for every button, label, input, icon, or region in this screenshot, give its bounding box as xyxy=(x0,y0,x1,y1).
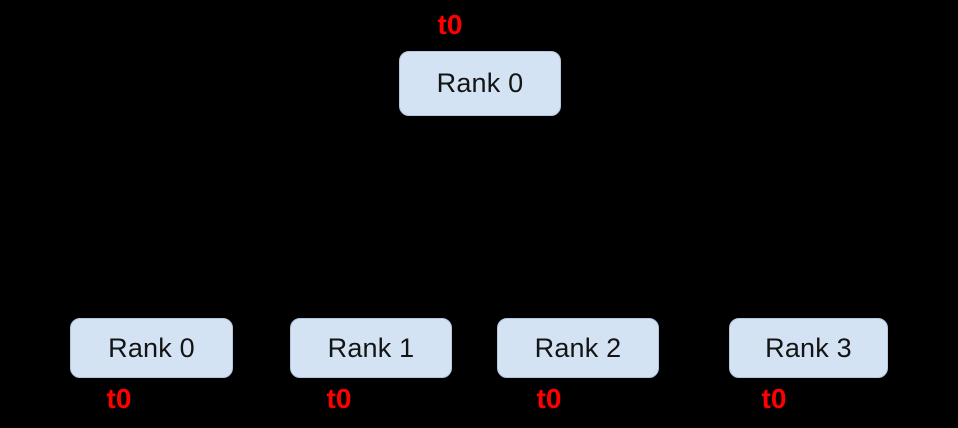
bottom_row-node-0[interactable]: Rank 0 xyxy=(70,318,233,378)
bottom_row-tick-label-0: t0 xyxy=(106,383,132,414)
bottom_row-tick-label-3: t0 xyxy=(761,383,787,414)
bottom_row-node-2[interactable]: Rank 2 xyxy=(497,318,659,378)
top_row-tick-label-0: t0 xyxy=(437,9,463,40)
top_row-node-0[interactable]: Rank 0 xyxy=(399,51,561,116)
bottom_row-tick-label-1: t0 xyxy=(326,383,352,414)
bottom_row-node-label-3: Rank 3 xyxy=(765,332,852,363)
bottom_row-node-3[interactable]: Rank 3 xyxy=(729,318,888,378)
bottom_row-node-1[interactable]: Rank 1 xyxy=(290,318,452,378)
bottom_row-node-label-2: Rank 2 xyxy=(534,332,622,363)
bottom_row-node-label-1: Rank 1 xyxy=(327,332,415,363)
bottom_row-tick-label-2: t0 xyxy=(536,383,562,414)
top_row-node-label-0: Rank 0 xyxy=(436,68,524,98)
bottom_row-node-label-0: Rank 0 xyxy=(108,332,195,363)
